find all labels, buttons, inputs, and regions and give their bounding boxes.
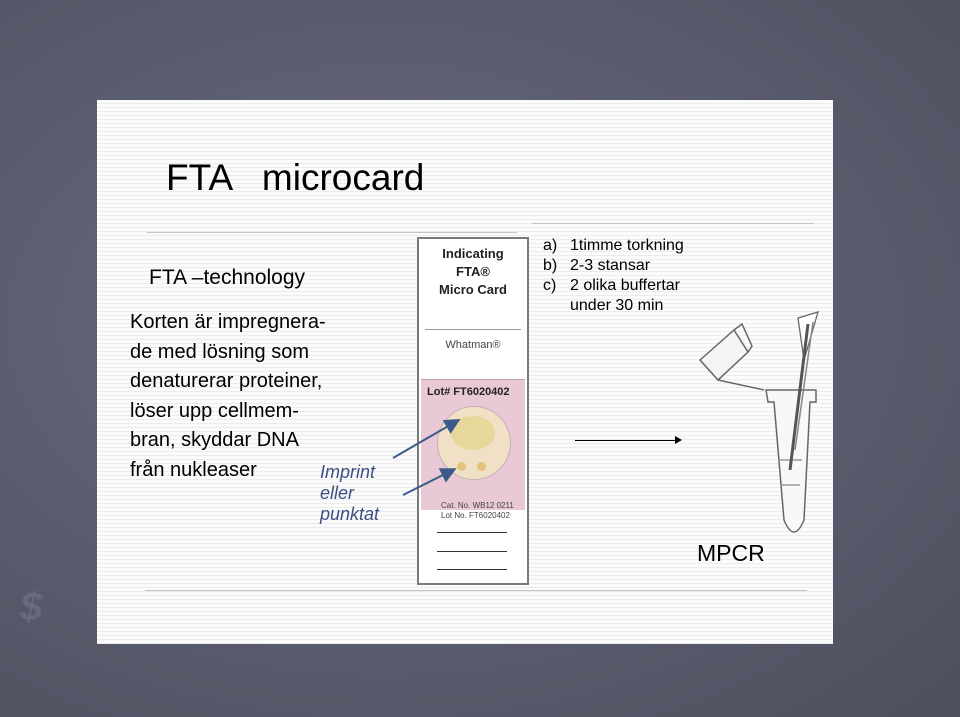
- arrow-right-head: [675, 436, 682, 444]
- fta-card-image: Indicating FTA® Micro Card Whatman® Lot#…: [417, 237, 529, 585]
- pipette-icon: [788, 311, 819, 471]
- list-marker: a): [543, 237, 558, 254]
- card-fill-line: [437, 551, 507, 552]
- body-line: de med lösning som: [130, 340, 309, 363]
- imprint-line: Imprint: [320, 462, 376, 482]
- imprint-line: eller: [320, 483, 355, 503]
- card-heading-line: FTA®: [456, 264, 490, 279]
- card-catalog-line: Cat. No. WB12 0211: [441, 501, 514, 510]
- subheading: FTA –technology: [149, 266, 306, 289]
- card-heading-line: Indicating: [442, 246, 504, 261]
- list-item: c) 2 olika buffertar: [543, 276, 684, 296]
- body-line: bran, skyddar DNA: [130, 429, 299, 451]
- card-catalog-line: Lot No. FT6020402: [441, 511, 510, 520]
- punch-dot: [457, 462, 466, 471]
- top-right-divider: [532, 223, 814, 224]
- imprint-line: punktat: [320, 504, 380, 524]
- card-brand: Whatman®: [445, 339, 501, 351]
- card-catalog-info: Cat. No. WB12 0211 Lot No. FT6020402: [441, 501, 514, 521]
- step-list: a) 1timme torkning b) 2-3 stansar c) 2 olik…: [543, 236, 684, 316]
- card-fill-line: [437, 569, 507, 570]
- bottom-divider: [145, 590, 807, 591]
- list-item: a) 1timme torkning: [543, 236, 684, 256]
- title-divider: [147, 232, 517, 233]
- card-fill-line: [437, 532, 507, 533]
- card-lot-number: Lot# FT6020402: [427, 386, 510, 398]
- mpcr-label: MPCR: [697, 540, 765, 566]
- tube-cap: [698, 328, 749, 382]
- tube-hinge: [717, 379, 765, 391]
- card-heading-line: Micro Card: [439, 282, 507, 297]
- list-continuation: under 30 min: [570, 297, 664, 314]
- card-sample-area: Lot# FT6020402: [421, 379, 525, 510]
- background-watermark: $: [20, 585, 43, 629]
- punch-dot: [477, 462, 486, 471]
- card-divider: [425, 329, 521, 330]
- list-marker: c): [543, 277, 557, 294]
- list-marker: b): [543, 257, 558, 274]
- imprint-label: Imprint eller punktat: [320, 462, 379, 525]
- list-text: 1timme torkning: [570, 237, 684, 254]
- card-heading: Indicating FTA® Micro Card: [419, 245, 527, 299]
- arrow-right-icon: [575, 440, 679, 441]
- list-text: 2 olika buffertar: [570, 277, 680, 294]
- slide-title: FTA microcard: [166, 157, 425, 198]
- body-line: denaturerar proteiner,: [130, 370, 323, 392]
- list-text: 2-3 stansar: [570, 257, 651, 274]
- list-item: b) 2-3 stansar: [543, 256, 684, 276]
- tube-cap-edge: [733, 322, 753, 353]
- body-line: från nukleaser: [130, 458, 257, 481]
- body-text: Korten är impregnera- de med lösning som…: [130, 308, 326, 485]
- pcr-tube-icon: [698, 311, 819, 533]
- body-line: Korten är impregnera-: [130, 311, 326, 333]
- sample-blot: [451, 416, 495, 450]
- slide: FTA microcard FTA –technology Korten är …: [97, 100, 833, 644]
- body-line: löser upp cellmem-: [130, 399, 299, 422]
